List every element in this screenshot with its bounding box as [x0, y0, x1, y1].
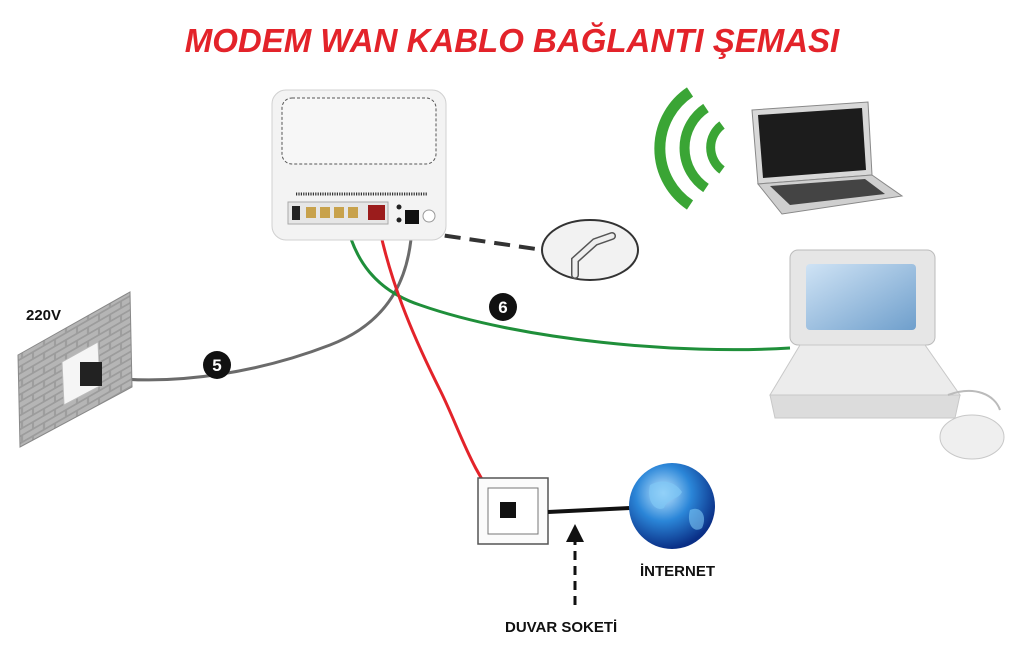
- power-plug: [80, 362, 102, 386]
- desktop-computer-icon: [769, 249, 1005, 460]
- lan-port-3: [334, 207, 344, 218]
- power-button: [422, 209, 436, 223]
- marker-5-label: 5: [212, 356, 221, 375]
- adapter-pointer-line: [419, 230, 544, 252]
- marker-6-badge: [489, 293, 517, 321]
- marker-6-label: 6: [498, 298, 507, 317]
- wan-port: [368, 205, 385, 220]
- lan-port-1: [306, 207, 316, 218]
- phone-port: [292, 206, 300, 220]
- wall-socket-label: DUVAR SOKETİ: [505, 619, 617, 636]
- lan-cable: [344, 221, 791, 352]
- wall-socket-icon: [477, 477, 549, 545]
- voltage-label: 220V: [26, 307, 61, 324]
- internet-line: [547, 506, 631, 514]
- mouse-icon: [939, 414, 1005, 460]
- internet-label: İNTERNET: [640, 563, 715, 580]
- laptop-icon: [751, 101, 904, 215]
- wifi-icon: [654, 87, 725, 210]
- lan-port-2: [320, 207, 330, 218]
- modem-router: [271, 89, 447, 241]
- internet-globe-icon: [629, 463, 715, 549]
- brick-wall-icon: [17, 291, 133, 448]
- power-port: [405, 210, 419, 224]
- power-adapter-icon: [541, 219, 639, 281]
- diagram-title: MODEM WAN KABLO BAĞLANTI ŞEMASI: [185, 22, 840, 59]
- power-cable: [109, 225, 414, 382]
- wan-cable: [376, 221, 507, 513]
- marker-5-badge: [203, 351, 231, 379]
- lan-port-4: [348, 207, 358, 218]
- arrow-up-icon: [566, 524, 584, 542]
